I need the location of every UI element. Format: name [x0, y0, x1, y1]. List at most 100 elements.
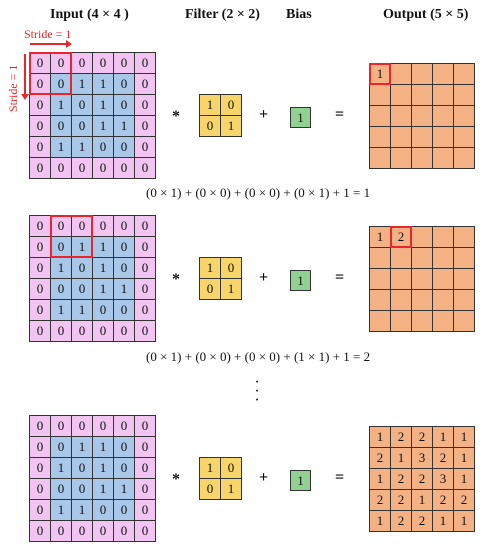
input-cell: 0 — [114, 53, 135, 74]
input-cell: 0 — [30, 416, 51, 437]
output-cell — [433, 290, 454, 311]
output-cell — [412, 64, 433, 85]
output-current-cell-highlight — [369, 63, 391, 85]
output-cell: 2 — [454, 490, 475, 511]
input-cell: 0 — [72, 321, 93, 342]
output-cell — [391, 311, 412, 332]
input-cell: 0 — [135, 300, 156, 321]
input-cell: 0 — [30, 95, 51, 116]
input-cell: 0 — [93, 416, 114, 437]
input-cell: 0 — [30, 500, 51, 521]
input-cell: 1 — [72, 74, 93, 95]
input-cell: 1 — [114, 116, 135, 137]
output-cell — [391, 290, 412, 311]
output-cell — [454, 106, 475, 127]
input-cell: 0 — [114, 216, 135, 237]
input-cell: 1 — [51, 137, 72, 158]
input-cell: 1 — [93, 74, 114, 95]
input-cell: 0 — [72, 258, 93, 279]
input-cell: 0 — [72, 53, 93, 74]
input-cell: 0 — [30, 237, 51, 258]
input-cell: 0 — [30, 158, 51, 179]
input-cell: 0 — [51, 116, 72, 137]
input-receptive-field-highlight — [50, 215, 93, 258]
output-cell — [391, 248, 412, 269]
input-cell: 0 — [114, 74, 135, 95]
output-cell — [433, 106, 454, 127]
input-cell: 0 — [135, 158, 156, 179]
plus-operator: + — [259, 469, 269, 486]
input-cell: 0 — [93, 216, 114, 237]
input-cell: 0 — [72, 416, 93, 437]
input-cell: 0 — [72, 458, 93, 479]
input-cell: 0 — [114, 437, 135, 458]
output-cell: 2 — [391, 511, 412, 532]
input-cell: 0 — [30, 137, 51, 158]
output-cell — [454, 227, 475, 248]
input-cell: 0 — [114, 137, 135, 158]
input-cell: 1 — [93, 116, 114, 137]
ellipsis-dot: · — [254, 374, 260, 391]
input-cell: 1 — [93, 237, 114, 258]
output-cell: 1 — [370, 227, 391, 248]
output-cell — [412, 85, 433, 106]
input-cell: 1 — [93, 437, 114, 458]
input-cell: 0 — [93, 521, 114, 542]
output-cell: 2 — [433, 448, 454, 469]
input-cell: 0 — [135, 500, 156, 521]
input-cell: 0 — [114, 300, 135, 321]
ellipsis-dot: · — [254, 392, 260, 409]
input-cell: 0 — [51, 279, 72, 300]
convolution-operator: * — [172, 471, 180, 488]
input-cell: 1 — [72, 500, 93, 521]
input-cell: 0 — [114, 321, 135, 342]
output-cell — [454, 64, 475, 85]
input-cell: 0 — [51, 321, 72, 342]
output-header: Output (5 × 5) — [383, 7, 469, 22]
input-cell: 0 — [93, 500, 114, 521]
input-cell: 0 — [93, 158, 114, 179]
filter-cell: 0 — [221, 95, 242, 116]
input-cell: 0 — [30, 258, 51, 279]
output-matrix: 1 — [369, 63, 475, 169]
filter-cell: 0 — [200, 116, 221, 137]
output-cell — [370, 269, 391, 290]
input-cell: 0 — [135, 479, 156, 500]
output-cell: 1 — [391, 448, 412, 469]
output-cell — [412, 106, 433, 127]
output-cell — [433, 64, 454, 85]
output-cell — [454, 85, 475, 106]
input-cell: 0 — [51, 216, 72, 237]
filter-cell: 1 — [200, 258, 221, 279]
output-cell: 1 — [454, 511, 475, 532]
output-cell: 1 — [433, 427, 454, 448]
output-cell — [412, 290, 433, 311]
output-cell — [391, 64, 412, 85]
input-cell: 0 — [72, 479, 93, 500]
input-cell: 1 — [114, 479, 135, 500]
input-cell: 0 — [30, 216, 51, 237]
input-cell: 1 — [51, 258, 72, 279]
output-cell — [433, 248, 454, 269]
output-cell: 1 — [370, 511, 391, 532]
input-cell: 0 — [114, 500, 135, 521]
output-cell: 3 — [433, 469, 454, 490]
input-cell: 0 — [72, 279, 93, 300]
stride-vertical-arrow-icon — [21, 54, 29, 100]
input-cell: 1 — [51, 458, 72, 479]
input-cell: 0 — [30, 521, 51, 542]
input-cell: 0 — [30, 279, 51, 300]
input-cell: 0 — [135, 416, 156, 437]
output-cell: 3 — [412, 448, 433, 469]
input-cell: 1 — [72, 300, 93, 321]
filter-header: Filter (2 × 2) — [185, 7, 260, 22]
output-cell: 1 — [454, 427, 475, 448]
input-cell: 0 — [51, 416, 72, 437]
input-cell: 0 — [30, 300, 51, 321]
